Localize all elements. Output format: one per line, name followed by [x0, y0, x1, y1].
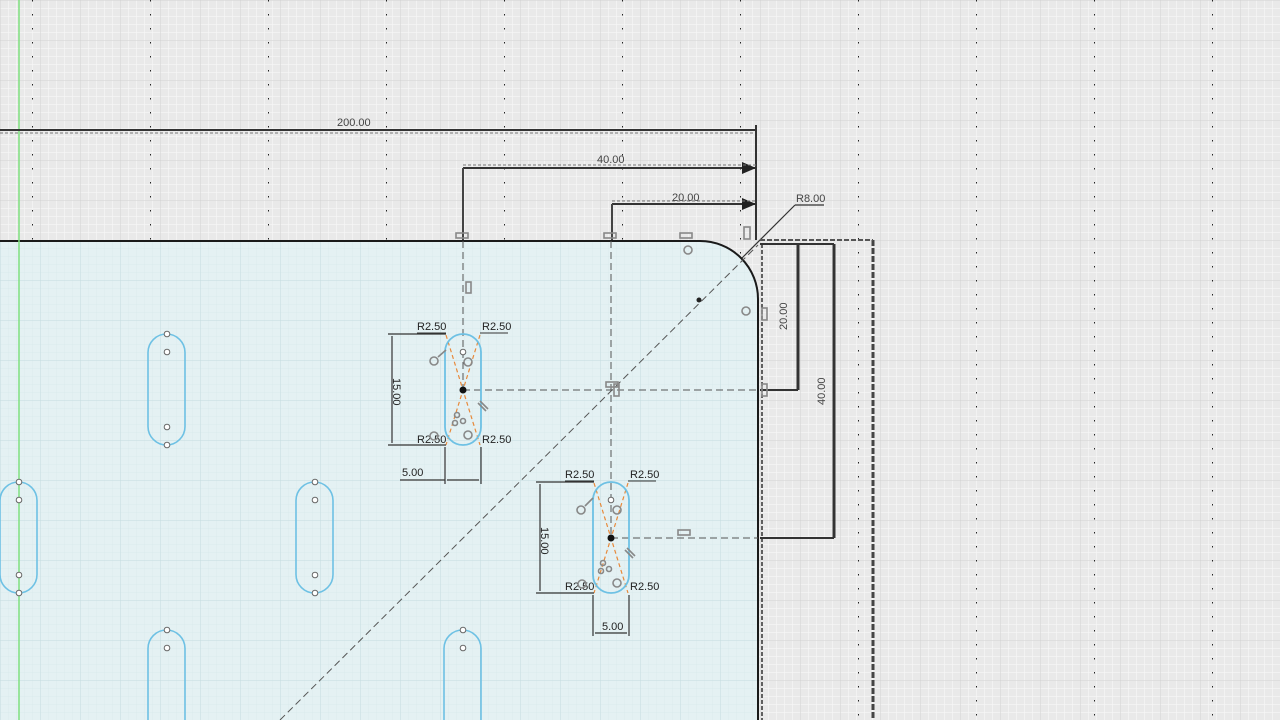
tangent-icon: [577, 579, 587, 589]
slot-center-point: [607, 534, 615, 542]
constraint-icons[interactable]: [429, 281, 489, 441]
construction-lines: [279, 241, 759, 720]
tangent-icon: [429, 356, 439, 366]
tangent-icon: [463, 357, 473, 367]
vertical-icon: [465, 281, 472, 294]
radius-dim[interactable]: R2.50: [417, 321, 446, 333]
dimension-value[interactable]: 200.00: [337, 117, 371, 129]
tangent-icon: [741, 306, 751, 316]
dimension-value[interactable]: 40.00: [816, 377, 828, 405]
radius-dim[interactable]: R2.50: [565, 469, 594, 481]
vertical-icon: [761, 383, 768, 397]
radius-dim[interactable]: R2.50: [482, 434, 511, 446]
tangent-icon: [429, 431, 439, 441]
dimension-corner-radius[interactable]: R8.00: [741, 193, 825, 259]
dimension-overall-width[interactable]: 200.00: [0, 117, 757, 240]
slot-width-dim[interactable]: 5.00: [402, 467, 423, 479]
dimension-value[interactable]: R8.00: [796, 193, 825, 205]
tangent-icon: [612, 505, 622, 515]
parallel-icon: [477, 402, 487, 412]
coincident-icon: [453, 411, 461, 419]
dimension-top-offset-a[interactable]: 40.00: [462, 154, 756, 240]
dimension-top-offset-b[interactable]: 20.00: [611, 192, 756, 240]
slot-1[interactable]: 15.00 5.00 R2.50 R2.50 R2.50 R2.50: [388, 281, 511, 484]
plate-constraint-icons[interactable]: [455, 226, 768, 536]
plate-profile[interactable]: [0, 240, 759, 720]
slot-width-dim[interactable]: 5.00: [602, 621, 623, 633]
slot-center-point: [459, 386, 467, 394]
horizontal-icon: [677, 529, 691, 536]
horizontal-icon: [603, 232, 617, 239]
tangent-icon: [612, 578, 622, 588]
plate-edge: [0, 240, 759, 720]
horizontal-icon: [679, 232, 693, 239]
radius-dim[interactable]: R2.50: [630, 581, 659, 593]
parallel-icon: [624, 549, 634, 559]
horizontal-icon: [455, 232, 469, 239]
slot-2[interactable]: 15.00 5.00 R2.50 R2.50 R2.50 R2.50: [536, 469, 659, 636]
midpoint-icon: [743, 226, 751, 240]
dimension-value[interactable]: 20.00: [778, 302, 790, 330]
vertical-icon: [761, 307, 768, 321]
dimension-value[interactable]: 20.00: [672, 192, 700, 204]
slot-height-dim[interactable]: 15.00: [390, 378, 402, 406]
vertical-icon: [613, 383, 620, 397]
dimension-side-offset-b[interactable]: 40.00: [760, 243, 836, 539]
tangent-icon: [683, 245, 693, 255]
radius-dim[interactable]: R2.50: [630, 469, 659, 481]
tangent-icon: [463, 430, 473, 440]
corner-center-point[interactable]: [696, 297, 702, 303]
radius-dim[interactable]: R2.50: [482, 321, 511, 333]
constraint-icons[interactable]: [576, 497, 636, 589]
slot-height-dim[interactable]: 15.00: [538, 527, 550, 555]
dimension-value[interactable]: 40.00: [597, 154, 625, 166]
slot-points[interactable]: [15, 330, 467, 652]
tangent-icon: [576, 505, 586, 515]
coincident-icon: [599, 559, 607, 567]
